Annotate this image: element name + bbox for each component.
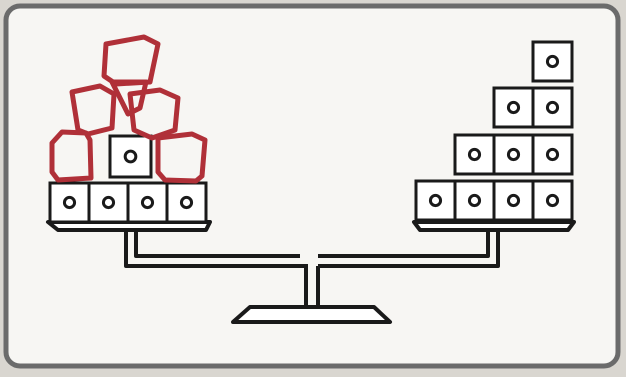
right-cube-row1-4: [533, 181, 572, 220]
right-cube-row4-1: [533, 42, 572, 81]
right-cube-row3-2: [533, 88, 572, 127]
right-pan: [414, 222, 574, 230]
left-cube-3: [128, 183, 167, 222]
right-cube-row1-1: [416, 181, 455, 220]
left-cube-1: [50, 183, 89, 222]
right-cube-row2-1: [455, 135, 494, 174]
right-cube-row1-3: [494, 181, 533, 220]
right-cube-row3-1: [494, 88, 533, 127]
left-cube-2: [89, 183, 128, 222]
right-cube-row2-3: [533, 135, 572, 174]
right-cube-row1-2: [455, 181, 494, 220]
right-cube-row2-2: [494, 135, 533, 174]
scale-base: [233, 307, 390, 322]
left-cube-4: [167, 183, 206, 222]
left-cube-5: [110, 136, 151, 177]
